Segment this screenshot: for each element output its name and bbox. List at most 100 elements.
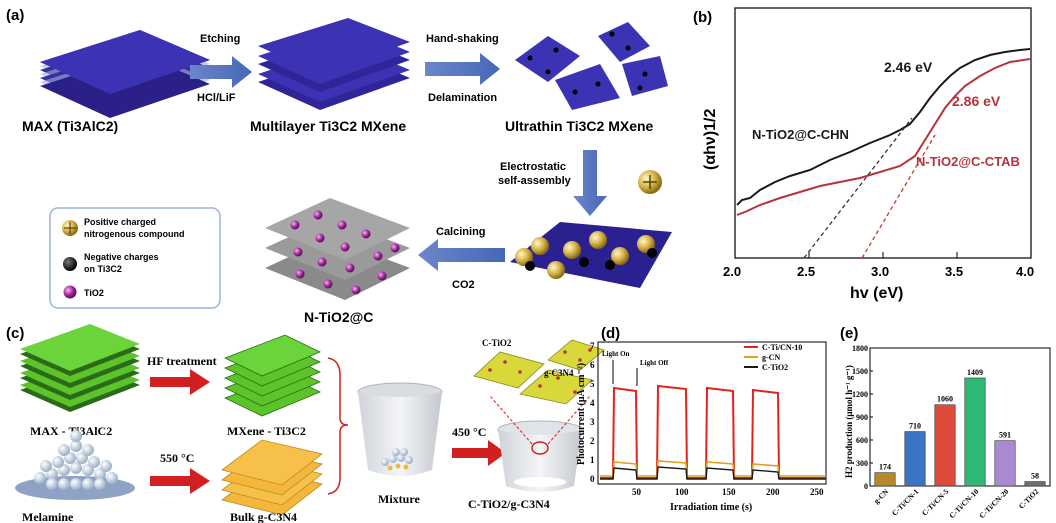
e-bar <box>904 431 926 487</box>
legend-tio2-text: TiO2 <box>84 288 104 298</box>
e-ytick: 300 <box>856 459 868 468</box>
x-axis-label: hv (eV) <box>850 285 903 302</box>
legend-positive: Positive charged nitrogenous compound <box>62 217 185 239</box>
svg-text:5: 5 <box>590 379 595 389</box>
e-value-label: 58 <box>1031 472 1039 481</box>
svg-text:150: 150 <box>722 487 736 497</box>
panel-c: (c) MAX - Ti3AlC2 HF treatment MXene - T… <box>6 324 605 523</box>
svg-text:1: 1 <box>590 455 595 465</box>
n-tio2-c-stack <box>265 198 410 300</box>
trace-ctcn <box>600 384 826 479</box>
inset-ctio2-label: C-TiO2 <box>482 338 512 348</box>
xtick-1: 2.5 <box>797 264 815 279</box>
legend-negative-line2: on Ti3C2 <box>84 264 122 274</box>
max-ti3alc2-caption: MAX - Ti3AlC2 <box>30 424 112 438</box>
assembled-sheet <box>510 222 672 288</box>
x-ticks <box>734 252 1032 258</box>
light-off-label: Light Off <box>640 359 669 367</box>
heating-arrow-450 <box>452 440 506 466</box>
light-on-label: Light On <box>602 350 630 358</box>
svg-text:0: 0 <box>590 474 595 484</box>
hf-arrow <box>150 369 210 395</box>
mxene-caption: MXene - Ti3C2 <box>227 424 306 438</box>
legend-negative-line1: Negative charges <box>84 252 159 262</box>
e-bar <box>934 404 956 487</box>
e-plot-frame <box>869 347 1051 487</box>
heating-arrow-550 <box>150 468 210 494</box>
svg-text:2: 2 <box>590 436 595 446</box>
panel-d: (d) 50 100 150 200 250 0 1 2 3 4 5 6 7 I… <box>576 325 827 513</box>
calcining-arrow <box>418 239 505 271</box>
merge-bracket <box>327 357 349 495</box>
svg-text:g-CN: g-CN <box>762 353 780 362</box>
inset-gcn-label: g-C3N4 <box>544 368 574 378</box>
svg-text:7: 7 <box>590 341 595 351</box>
xtick-4: 4.0 <box>1016 264 1034 279</box>
e-bar <box>964 377 986 487</box>
e-ytick: 1200 <box>852 390 868 399</box>
legend-negative: Negative charges on Ti3C2 <box>63 252 159 274</box>
mxene-green-stack <box>223 334 321 417</box>
ultrathin-caption: Ultrathin Ti3C2 MXene <box>505 118 654 134</box>
e-value-label: 1060 <box>937 395 953 404</box>
e-value-label: 710 <box>909 422 921 431</box>
bandgap-red: 2.86 eV <box>952 93 1001 109</box>
delamination-label: Delamination <box>428 92 497 104</box>
e-ytick: 1500 <box>852 367 868 376</box>
svg-text:6: 6 <box>590 360 595 370</box>
panel-b-label: (b) <box>693 9 712 26</box>
multilayer-mxene-stack <box>258 18 410 110</box>
tangent-chn <box>803 117 913 259</box>
tangent-ctab <box>861 134 936 259</box>
bandgap-black: 2.46 eV <box>884 59 933 75</box>
co2-label: CO2 <box>452 279 475 291</box>
series-ctab-label: N-TiO2@C-CTAB <box>916 154 1020 169</box>
panel-b: (b) 2.0 2.5 3.0 3.5 4.0 hv (eV) (αhν)1/2… <box>693 7 1034 302</box>
curve-ctab <box>736 58 1031 216</box>
e-bar <box>1024 481 1046 487</box>
svg-text:250: 250 <box>810 487 824 497</box>
d-legend: C-Ti/CN-10 g-CN C-TiO2 <box>744 343 802 372</box>
svg-text:4: 4 <box>590 398 595 408</box>
svg-text:C-TiO2: C-TiO2 <box>762 363 788 372</box>
self-assembly-label: self-assembly <box>498 175 572 187</box>
panel-a: (a) MAX (Ti3AlC2) Etching HCl/LiF Mult <box>6 7 672 325</box>
bulk-gcn-caption: Bulk g-C3N4 <box>230 510 297 523</box>
svg-text:50: 50 <box>632 487 642 497</box>
e-ytick: 0 <box>864 482 868 491</box>
panel-a-label: (a) <box>6 7 24 24</box>
d-yticks: 0 1 2 3 4 5 6 7 <box>590 341 595 484</box>
temp-550-label: 550 °C <box>160 451 194 465</box>
max-caption: MAX (Ti3AlC2) <box>22 118 118 134</box>
svg-text:3: 3 <box>590 417 595 427</box>
e-bar <box>874 472 896 487</box>
svg-text:C-Ti/CN-10: C-Ti/CN-10 <box>762 343 802 352</box>
melamine-pile <box>15 430 135 500</box>
panel-e-label: (e) <box>840 325 858 342</box>
e-value-label: 174 <box>879 463 891 472</box>
calcining-label: Calcining <box>436 226 486 238</box>
e-ytick: 900 <box>856 413 868 422</box>
legend-tio2: TiO2 <box>63 285 104 299</box>
e-ytick: 1800 <box>852 344 868 353</box>
melamine-caption: Melamine <box>22 510 74 523</box>
mixture-caption: Mixture <box>378 492 420 506</box>
legend-positive-line2: nitrogenous compound <box>84 229 185 239</box>
nitrogenous-sphere-icon <box>638 170 662 194</box>
y-axis-label: (αhν)1/2 <box>702 108 719 170</box>
e-bar <box>994 440 1016 487</box>
self-assembly-arrow <box>573 150 607 216</box>
curve-chn <box>736 48 1031 206</box>
e-category-label: C-TiO2 <box>1017 487 1041 511</box>
electrostatic-label: Electrostatic <box>500 161 566 173</box>
crucible-mixture <box>357 382 443 476</box>
etching-label: Etching <box>200 33 240 45</box>
product-caption: N-TiO2@C <box>304 309 373 325</box>
etching-arrow <box>190 56 252 88</box>
hand-shaking-label: Hand-shaking <box>426 33 499 45</box>
